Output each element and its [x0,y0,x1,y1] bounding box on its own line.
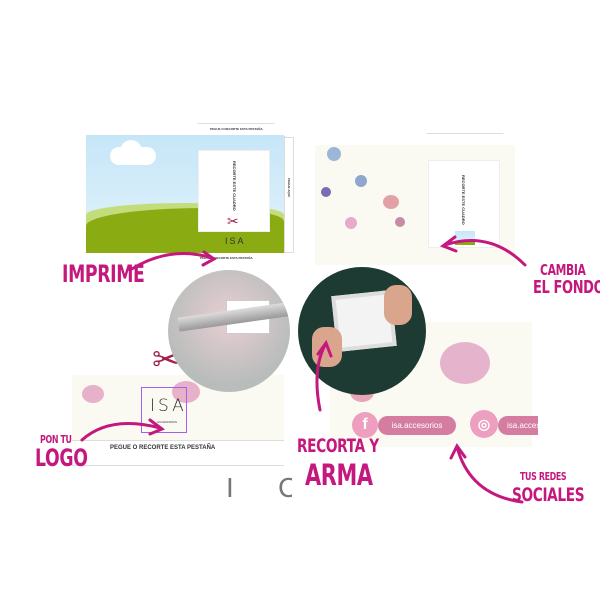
partial-letter: I [226,472,234,503]
label-cut-1: RECORTA Y [297,435,379,457]
instagram-icon[interactable]: ◎ [470,410,498,438]
arrow-background-head [439,235,458,253]
logo-box: ISA ACCESORIOS [141,387,187,433]
assembling-photo [298,267,426,395]
scissors-icon: ✂ [227,213,239,229]
label-logo-2: LOGO [35,444,88,472]
arrow-social-head [449,443,467,460]
arrow-print [128,252,214,272]
card-text: RECORTE ESTE CUADRO [232,161,237,211]
side-flap: PEGUE AQUI [284,137,294,253]
label-change-2: EL FONDO [533,277,600,298]
side-flap-text: PEGUE AQUI [287,178,291,197]
arrow-print-head [201,250,217,267]
partial-letter: C [278,472,292,503]
top-flap-text: PEGUE O RECORTE ESTA PESTAÑA [210,127,263,131]
cut-window: RECORTE ESTE CUADRO [428,160,500,248]
label-social-1: TUS REDES [520,470,567,483]
arrow-social [455,445,524,504]
label-print: IMPRIME [62,260,145,288]
label-cut-2: ARMA [305,458,373,492]
bottom-flap-text: PEGUE O RECORTE ESTA PESTAÑA [200,256,253,260]
facebook-handle[interactable]: isa.accesorios [378,416,456,435]
label-change-1: CAMBIA [540,261,586,279]
arrow-logo-head [148,418,165,436]
printing-photo [168,270,290,392]
arrow-logo [80,422,162,442]
bottom-flap-text: PEGUE O RECORTE ESTA PESTAÑA [110,445,216,451]
facebook-icon[interactable]: f [352,412,378,438]
label-social-2: SOCIALES [512,484,585,506]
instagram-handle[interactable]: isa.accesorios [498,416,538,435]
cut-window: RECORTE ESTE CUADRO ✂ [198,150,270,232]
logo-subtitle: ACCESORIOS [157,420,178,424]
logo: ISA [150,396,187,416]
logo: ISA [225,236,246,246]
arrow-cut-head [316,339,333,358]
bottom-flap [72,440,284,466]
label-logo-1: PON TU [40,433,72,446]
arrow-background [443,239,527,267]
card-text: RECORTE ESTE CUADRO [461,175,466,225]
